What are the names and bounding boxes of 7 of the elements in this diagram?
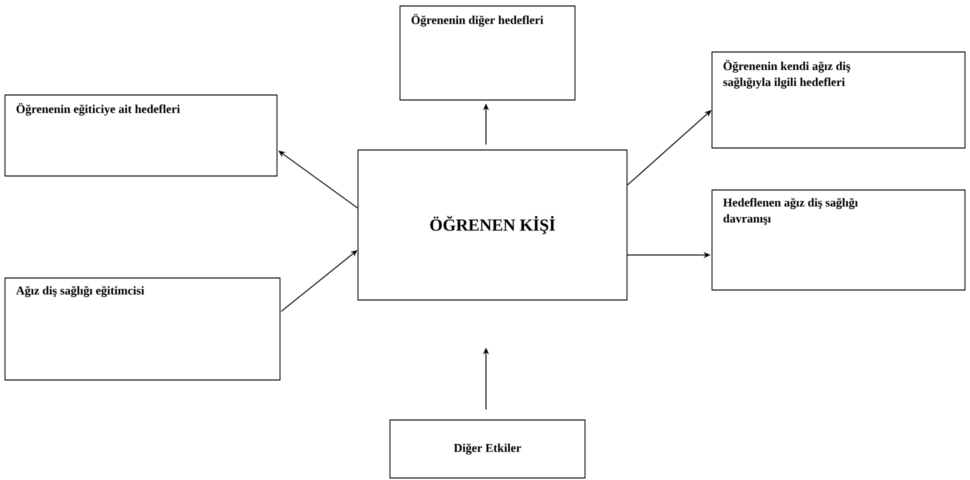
center-box: ÖĞRENEN KİŞİ [358,150,628,300]
process-box: Diğer Etkiler [390,420,586,478]
process-box: Öğrenenin eğiticiye ait hedefleri [4,94,278,176]
process-box: Hedeflenen ağız diş sağlığı davranışı [712,190,966,290]
process-box: Öğrenenin diğer hedefleri [400,6,576,100]
process-box: Öğrenenin kendi ağız diş sağlığıyla ilgili hedefleri [712,52,966,148]
process-box: Ağız diş sağlığı eğitimcisi [4,278,280,380]
